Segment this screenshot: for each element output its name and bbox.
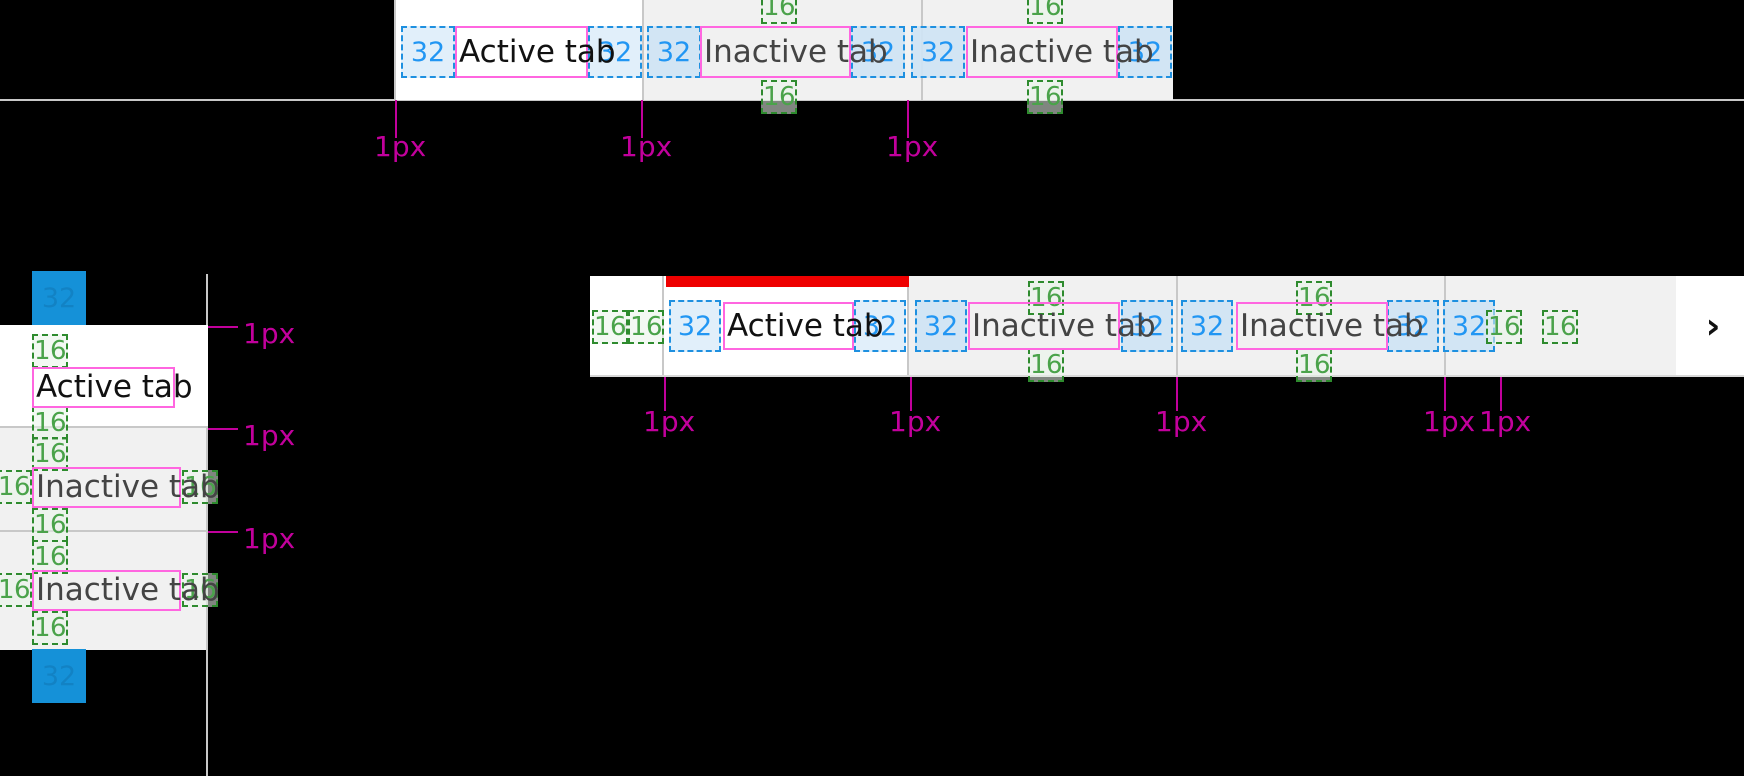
chevron-right-icon: › [1705,305,1721,347]
tab-label: Inactive tab [36,469,220,505]
divider-leader [910,377,912,411]
spacing-chip-16: 16 [32,406,68,440]
divider-label: 1px [374,130,427,163]
divider-leader [641,100,643,138]
spacing-chip-16: 16 [628,310,664,344]
divider-leader [907,100,909,138]
padding-chip-32: 32 [669,300,721,352]
spacing-chip-16: 16 [1028,281,1064,315]
divider-leader [1444,377,1446,411]
swatch-bottom: 32 [32,649,86,703]
tab-label-box[interactable]: Inactive tab [32,467,220,508]
padding-chip-32: 32 [588,26,642,78]
divider-leader [1500,377,1502,411]
divider-label: 1px [243,522,296,555]
tab-label-box[interactable]: Inactive tab [32,570,220,611]
spacing-chip-16: 16 [32,437,68,471]
spacing-chip-16: 16 [32,508,68,542]
tab-label: Active tab [36,369,193,405]
tab-label-box[interactable]: Active tab [723,302,884,350]
tab-label: Active tab [459,33,616,70]
swatch-top: 32 [32,271,86,325]
spacing-chip-16: 16 [182,573,218,607]
spacing-chip-16: 16 [1028,348,1064,382]
divider-label: 1px [1155,405,1208,438]
active-tab-indicator [666,276,909,287]
spacing-chip-16: 16 [182,470,218,504]
tab-label-box[interactable]: Inactive tab [700,26,888,78]
tab-label: Inactive tab [1240,307,1424,344]
padding-chip-32: 32 [911,26,965,78]
padding-chip-32: 32 [401,26,455,78]
tab-label: Active tab [727,307,884,344]
spacing-chip-16: 16 [761,80,797,114]
padding-chip-32: 32 [647,26,701,78]
padding-chip-32: 32 [1181,300,1233,352]
spacing-chip-16: 16 [1486,310,1522,344]
tab-label-box[interactable]: Active tab [455,26,616,78]
divider-label: 1px [243,419,296,452]
divider-label: 1px [1479,405,1532,438]
padding-chip-32: 32 [1387,300,1439,352]
spacing-chip-16: 16 [1027,80,1063,114]
tab-label: Inactive tab [972,307,1156,344]
tab-label: Inactive tab [36,572,220,608]
spacing-chip-16: 16 [32,334,68,368]
tab-label: Inactive tab [970,33,1154,70]
spacing-chip-16: 16 [761,0,797,24]
divider-leader [1176,377,1178,411]
divider-leader [208,326,238,328]
spacing-chip-16: 16 [32,611,68,645]
tab-label-box[interactable]: Active tab [32,367,193,408]
spacing-chip-16: 16 [32,540,68,574]
divider-label: 1px [643,405,696,438]
spacing-chip-16: 16 [1027,0,1063,24]
padding-chip-32: 32 [1121,300,1173,352]
panel-baseline [590,375,1744,377]
tab-label: Inactive tab [704,33,888,70]
divider-leader [395,100,397,138]
tab-divider [1176,276,1178,377]
divider-leader [208,428,238,430]
divider-label: 1px [620,130,673,163]
tab-label-box[interactable]: Inactive tab [966,26,1154,78]
spacing-chip-16: 16 [0,573,32,607]
tab-divider [0,530,208,532]
padding-chip-32: 32 [915,300,967,352]
divider-label: 1px [1423,405,1476,438]
tab-label-box[interactable]: Inactive tab [968,302,1156,350]
tab-label-box[interactable]: Inactive tab [1236,302,1424,350]
divider-label: 1px [243,317,296,350]
padding-chip-32: 32 [1118,26,1172,78]
scroll-right-button[interactable]: › [1676,276,1744,377]
guide-rule [0,99,1744,101]
divider-label: 1px [886,130,939,163]
padding-chip-32: 32 [851,26,905,78]
spacing-chip-16: 16 [1296,281,1332,315]
divider-label: 1px [889,405,942,438]
padding-chip-32: 32 [854,300,906,352]
divider-leader [208,531,238,533]
spacing-chip-16: 16 [0,470,32,504]
spacing-chip-16: 16 [1296,348,1332,382]
divider-leader [664,377,666,411]
spacing-chip-16: 16 [1542,310,1578,344]
spacing-chip-16: 16 [592,310,628,344]
